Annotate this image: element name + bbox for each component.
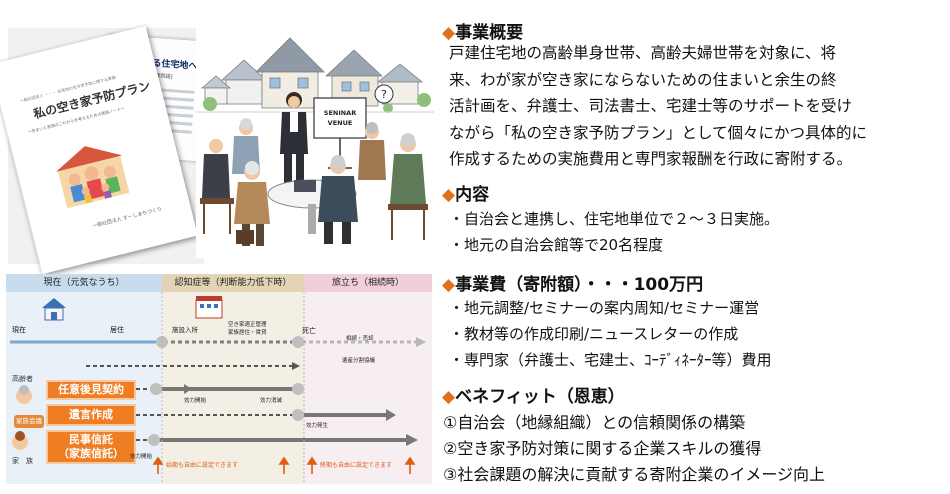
home-icon [42, 298, 66, 321]
svg-text:SENINAR: SENINAR [324, 109, 356, 117]
overview-line: 作成するための実施費用と専門家報酬を行政に寄附する。 [449, 150, 853, 168]
box-civil-trust-line2: （家族信託） [58, 447, 124, 460]
front-booklet-footer: 一般社団法人 すーしまちづくり [91, 206, 163, 230]
overview-line: 来、わが家が空き家にならないための住まいと余生の終 [449, 70, 837, 89]
timeline-label-present: 現在 [12, 326, 26, 334]
timeline-lines [10, 292, 426, 484]
side-label-family-meeting: 家族会議 [14, 415, 44, 428]
timeline-label-care-1: 空き家適正管理 [228, 322, 267, 328]
side-label-family: 家 族 [12, 457, 33, 465]
seminar-sign: SENINAR VENUE [313, 97, 367, 169]
timeline-column-departure [304, 292, 432, 484]
overview-line: 活計画を、弁護士、司法書士、宅建士等のサポートを受け [449, 97, 853, 115]
diamond-bullet-icon: ◆ [442, 23, 456, 43]
section-budget-title-text: 事業費（寄附額）・・・100万円 [455, 275, 704, 295]
seminar-illustration: SENINAR VENUE ? [196, 8, 434, 258]
section-benefit-title: ◆ベネフィット（恩恵） [442, 382, 625, 407]
timeline-header-departure: 旅立ち（相続時） [304, 274, 432, 292]
diamond-bullet-icon: ◆ [442, 275, 456, 295]
section-content-title-text: 内容 [455, 185, 490, 205]
section-overview-body: 戸建住宅地の高齢単身世帯、高齢夫婦世帯を対象に、将 来、わが家が空き家にならない… [449, 40, 867, 173]
benefit-item: ③社会課題の解決に貢献する寄附企業のイメージ向上 [443, 465, 826, 484]
booklet-photo: み継がれる住宅地へ ンジメント[3つの実践提] 一般社団法人 ・・・ 住宅地の空… [0, 25, 209, 275]
start-note: 始期も自由に設定できます [166, 462, 239, 469]
effect-arise-label: 効力発生 [306, 423, 329, 429]
budget-item: ・地元調整/セミナーの案内周知/セミナー運営 [449, 299, 760, 317]
front-booklet: 一般社団法人 ・・・ 住宅地の空き家予防に関する実施 私の空き家予防プラン ～住… [0, 25, 198, 275]
section-benefit-title-text: ベネフィット（恩恵） [455, 387, 625, 407]
background-houses [200, 37, 424, 109]
content-item: ・自治会と連携し、住宅地単位で２～３日実施。 [449, 210, 780, 228]
timeline-label-inherit: 相続・売却 [346, 336, 374, 342]
budget-item: ・専門家（弁護士、宅建士、ｺｰﾃﾞｨﾈｰﾀｰ等）費用 [449, 351, 772, 369]
family-illustration [56, 146, 130, 209]
facility-icon [195, 296, 223, 319]
timeline-header-dementia: 認知症等（判断能力低下時） [162, 274, 304, 292]
elderly-person-icon [16, 385, 32, 404]
presenter [280, 92, 308, 184]
timeline-header-present: 現在（元気なうち） [6, 274, 162, 292]
box-guardian-contract: 任意後見契約 [46, 380, 136, 400]
effect-start-trust-label: 効力開始 [130, 454, 153, 460]
side-label-elderly: 高齢者 [12, 375, 33, 383]
timeline-label-admit: 施設入所 [172, 326, 198, 334]
diamond-bullet-icon: ◆ [442, 387, 456, 407]
seated-people [200, 118, 428, 246]
box-civil-trust-line1: 民事信託 [69, 433, 113, 446]
section-content-title: ◆内容 [442, 180, 489, 205]
effect-end-label: 効力消滅 [260, 398, 283, 404]
diamond-bullet-icon: ◆ [442, 185, 456, 205]
overview-line: 戸建住宅地の高齢単身世帯、高齢夫婦世帯を対象に、将 [449, 44, 837, 62]
svg-text:?: ? [381, 88, 387, 101]
overview-line: ながら「私の空き家予防プラン」として個々にかつ具体的に [449, 123, 868, 142]
effect-start-label: 効力開始 [184, 398, 207, 404]
timeline-label-estate: 遺産分割協議 [342, 358, 376, 364]
content-item: ・地元の自治会館等で20名程度 [449, 236, 664, 254]
box-civil-trust: 民事信託 （家族信託） [46, 430, 136, 464]
end-note: 終期も自由に設定できます [320, 462, 393, 469]
box-will: 遺言作成 [46, 404, 136, 426]
section-budget-title: ◆事業費（寄附額）・・・100万円 [442, 270, 703, 295]
timeline-label-living: 居住 [110, 326, 124, 334]
family-person-icon [12, 431, 28, 450]
section-overview-title: ◆事業概要 [442, 18, 523, 43]
orange-up-arrows [152, 456, 416, 474]
svg-text:VENUE: VENUE [328, 119, 353, 127]
timeline-label-death: 死亡 [302, 327, 316, 335]
question-bubble: ? [374, 84, 394, 104]
succession-timeline: 現在（元気なうち） 認知症等（判断能力低下時） 旅立ち（相続時） [6, 274, 432, 484]
budget-item: ・教材等の作成印刷/ニュースレターの作成 [449, 325, 739, 343]
section-overview-title-text: 事業概要 [455, 23, 524, 43]
benefit-item: ①自治会（地縁組織）との信頼関係の構築 [443, 413, 746, 432]
benefit-item: ②空き家予防対策に関する企業スキルの獲得 [443, 439, 762, 458]
timeline-label-care-2: 家族居住・賃貸 [228, 330, 267, 336]
